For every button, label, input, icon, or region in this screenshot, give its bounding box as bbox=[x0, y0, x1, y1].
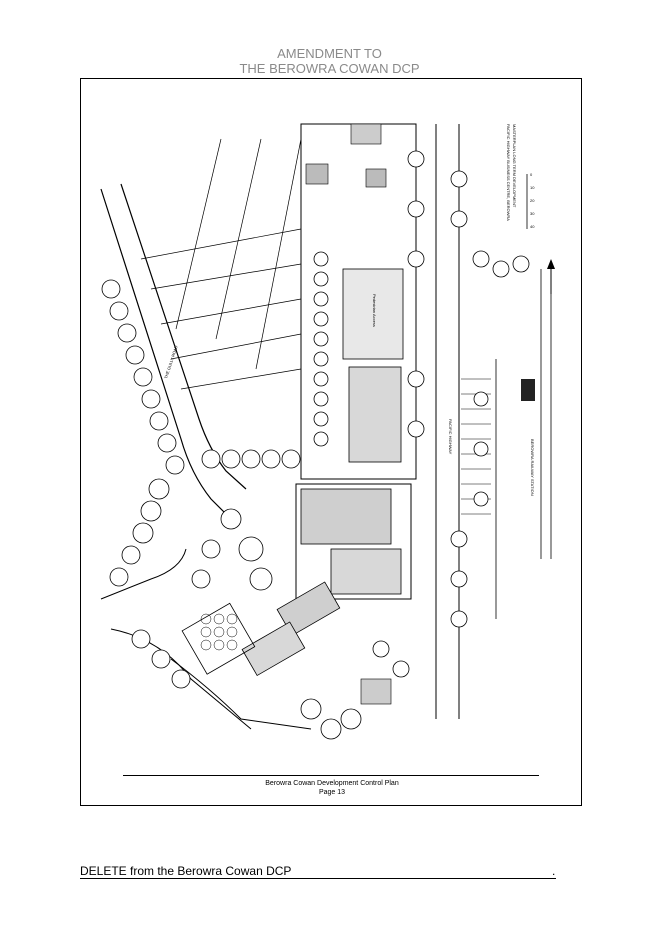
delete-end-mark: . bbox=[552, 864, 556, 878]
scale-40: 40 bbox=[530, 224, 535, 229]
footer-page-number: Page 13 bbox=[318, 789, 346, 796]
site-plan-drawing: THE GULLY ROAD PACIFIC HIGHWAY BEROWRA R… bbox=[100, 123, 555, 740]
label-the-gully-road: THE GULLY ROAD bbox=[163, 345, 178, 379]
header-line-2: THE BEROWRA COWAN DCP bbox=[239, 61, 420, 76]
scale-20: 20 bbox=[530, 198, 535, 203]
scale-30: 30 bbox=[530, 211, 535, 216]
north-arrow-icon bbox=[547, 259, 555, 294]
label-railway-station: BEROWRA RAILWAY STATION bbox=[530, 439, 535, 496]
header-line-1: AMENDMENT TO bbox=[277, 46, 382, 61]
footer-plan-title: Berowra Cowan Development Control Plan bbox=[265, 780, 399, 787]
scale-0: 0 bbox=[530, 172, 533, 177]
label-pacific-highway: PACIFIC HIGHWAY bbox=[448, 419, 453, 455]
plan-subtitle: MASTERPLAN LONG TERM DEVELOPMENT bbox=[512, 124, 517, 208]
scale-bar: 0 10 20 30 40 bbox=[526, 172, 535, 229]
scale-10: 10 bbox=[530, 185, 535, 190]
label-pedestrian-access: Pedestrian Access bbox=[372, 294, 377, 327]
plan-frame: THE GULLY ROAD PACIFIC HIGHWAY BEROWRA R… bbox=[80, 78, 582, 806]
plan-title: PACIFIC HIGHWAY BUSINESS CENTRE, BEROWRA bbox=[506, 124, 511, 221]
footer-rule bbox=[123, 775, 539, 776]
delete-instruction: DELETE from the Berowra Cowan DCP bbox=[80, 864, 556, 879]
